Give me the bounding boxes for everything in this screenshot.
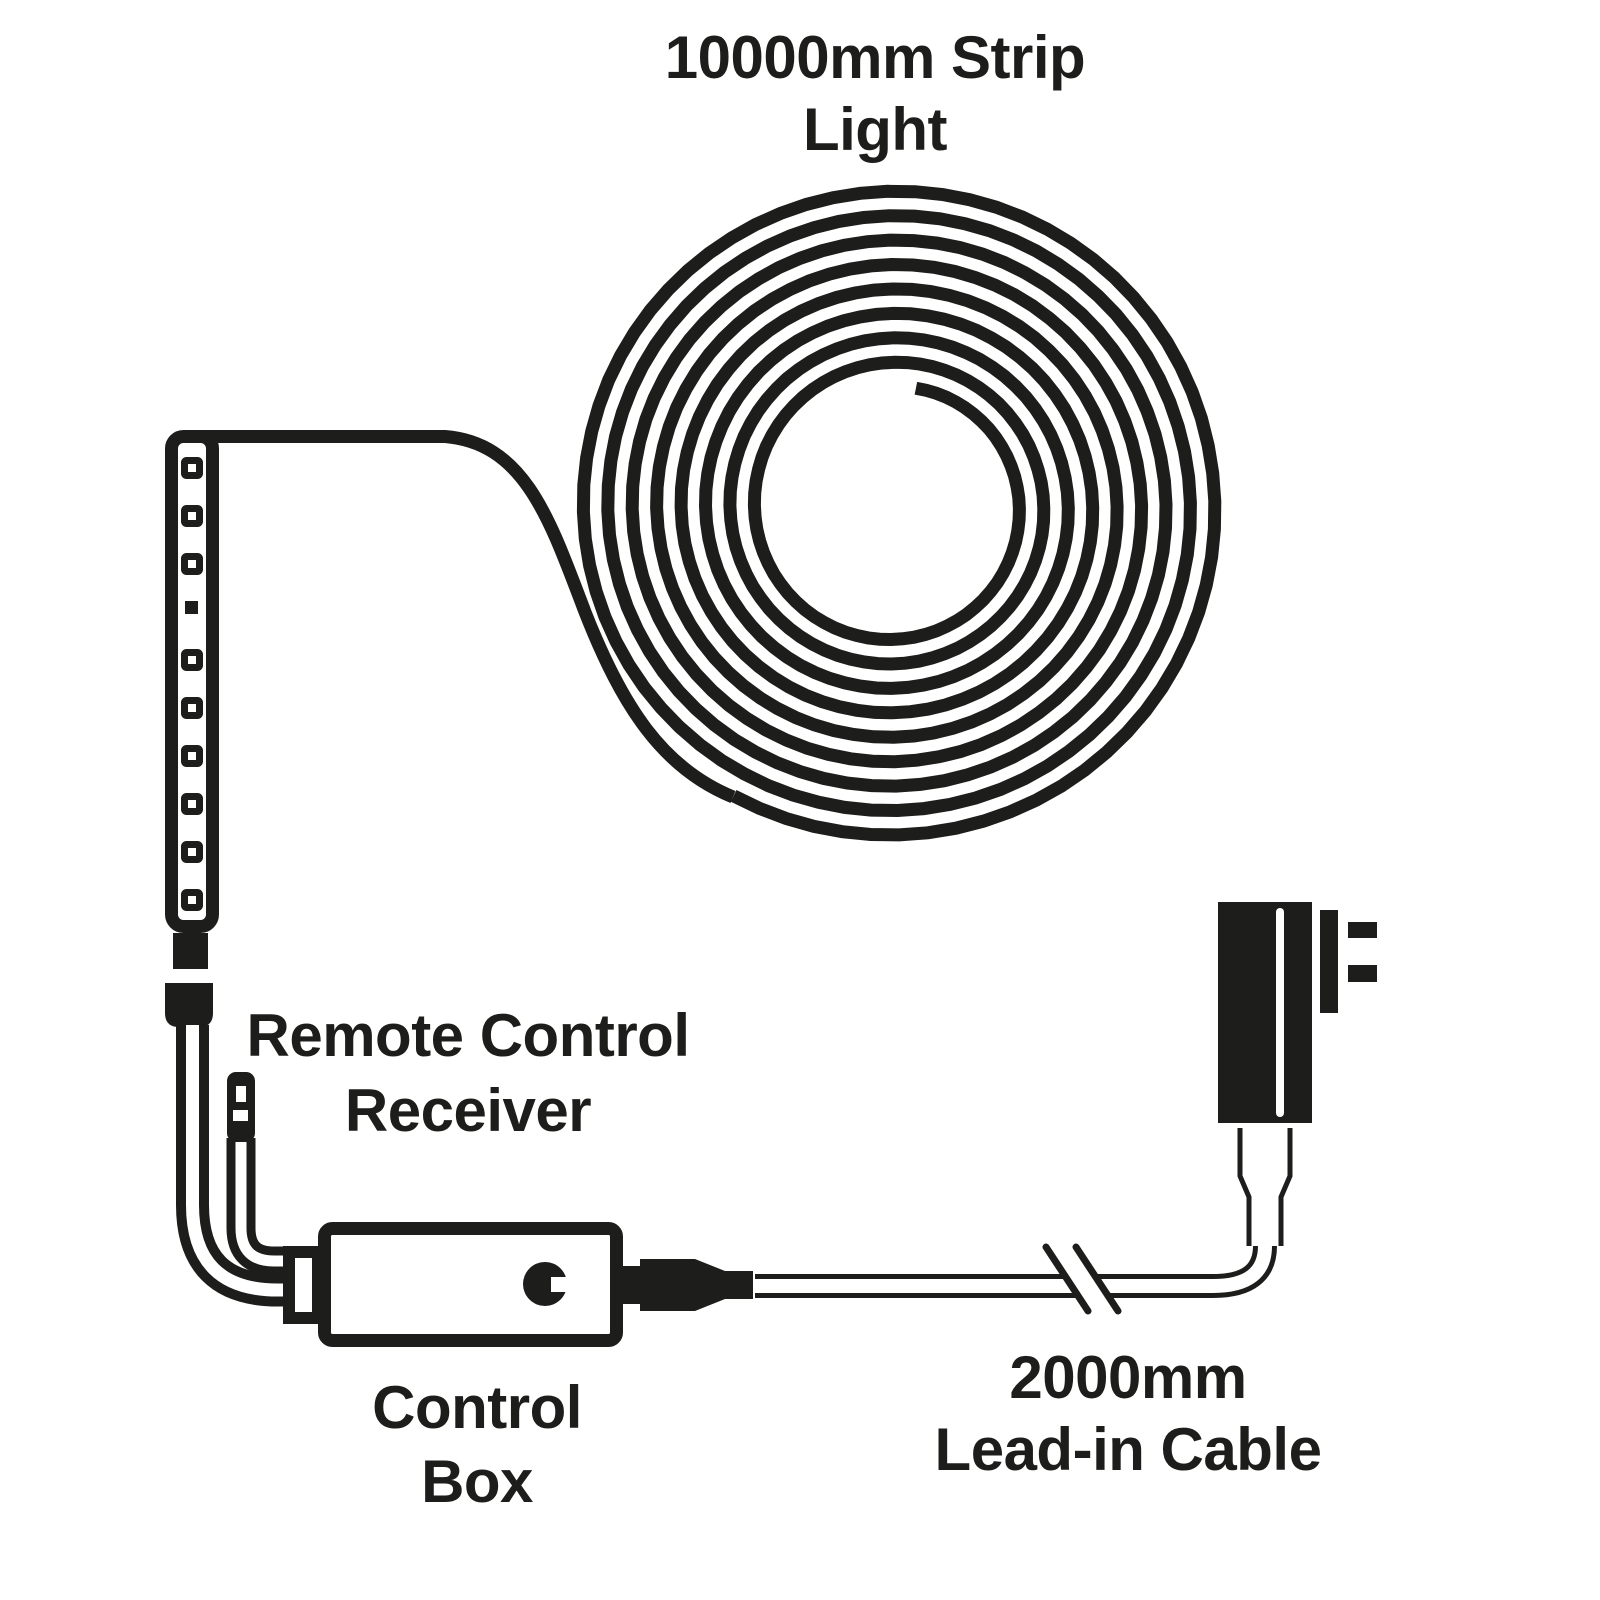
strip-light-coil	[576, 184, 1222, 842]
strip-light-label-line1: 10000mm Strip	[665, 24, 1085, 91]
remote-receiver-label-line2: Receiver	[345, 1077, 591, 1144]
output-stub	[623, 1266, 640, 1304]
strip-to-coil-wire	[195, 430, 736, 804]
remote-receiver-plug	[227, 1072, 255, 1142]
led-chip	[181, 697, 203, 719]
remote-receiver-label-line1: Remote Control	[247, 1002, 690, 1069]
receiver-cable	[226, 1138, 292, 1276]
strip-cable	[176, 1025, 292, 1307]
led-strip	[165, 430, 219, 933]
control-box	[318, 1222, 623, 1347]
plug-pin	[1348, 965, 1377, 982]
lead-in-cable	[755, 1245, 1277, 1298]
strip-end-ferrule	[173, 933, 208, 969]
strain-relief-neck	[1237, 1128, 1293, 1246]
control-box-label-line2: Box	[421, 1448, 533, 1515]
led-chip	[181, 457, 203, 479]
led-chip	[181, 841, 203, 863]
led-chip	[181, 505, 203, 527]
resistor-chip	[185, 601, 198, 614]
led-chips	[181, 457, 203, 911]
receiver-plug-slot	[236, 1086, 246, 1102]
led-chip	[181, 889, 203, 911]
lead-in-cable-label-line1: 2000mm	[1009, 1344, 1246, 1411]
plug-base	[1320, 910, 1338, 1013]
led-chip	[181, 745, 203, 767]
led-chip	[181, 649, 203, 671]
power-adapter	[1218, 902, 1377, 1123]
control-box-label-line1: Control	[372, 1374, 582, 1441]
plug-pin	[1348, 922, 1377, 938]
output-plug	[640, 1259, 753, 1311]
cable-break-icon	[1042, 1243, 1122, 1315]
lead-in-cable-label-line2: Lead-in Cable	[935, 1416, 1322, 1483]
receiver-plug-slot	[233, 1110, 248, 1121]
strip-light-label-line2: Light	[803, 96, 948, 163]
led-chip	[181, 793, 203, 815]
power-button-icon	[523, 1262, 573, 1306]
input-connector	[283, 1246, 324, 1324]
led-chip	[181, 553, 203, 575]
strip-end-cap	[165, 983, 213, 1027]
